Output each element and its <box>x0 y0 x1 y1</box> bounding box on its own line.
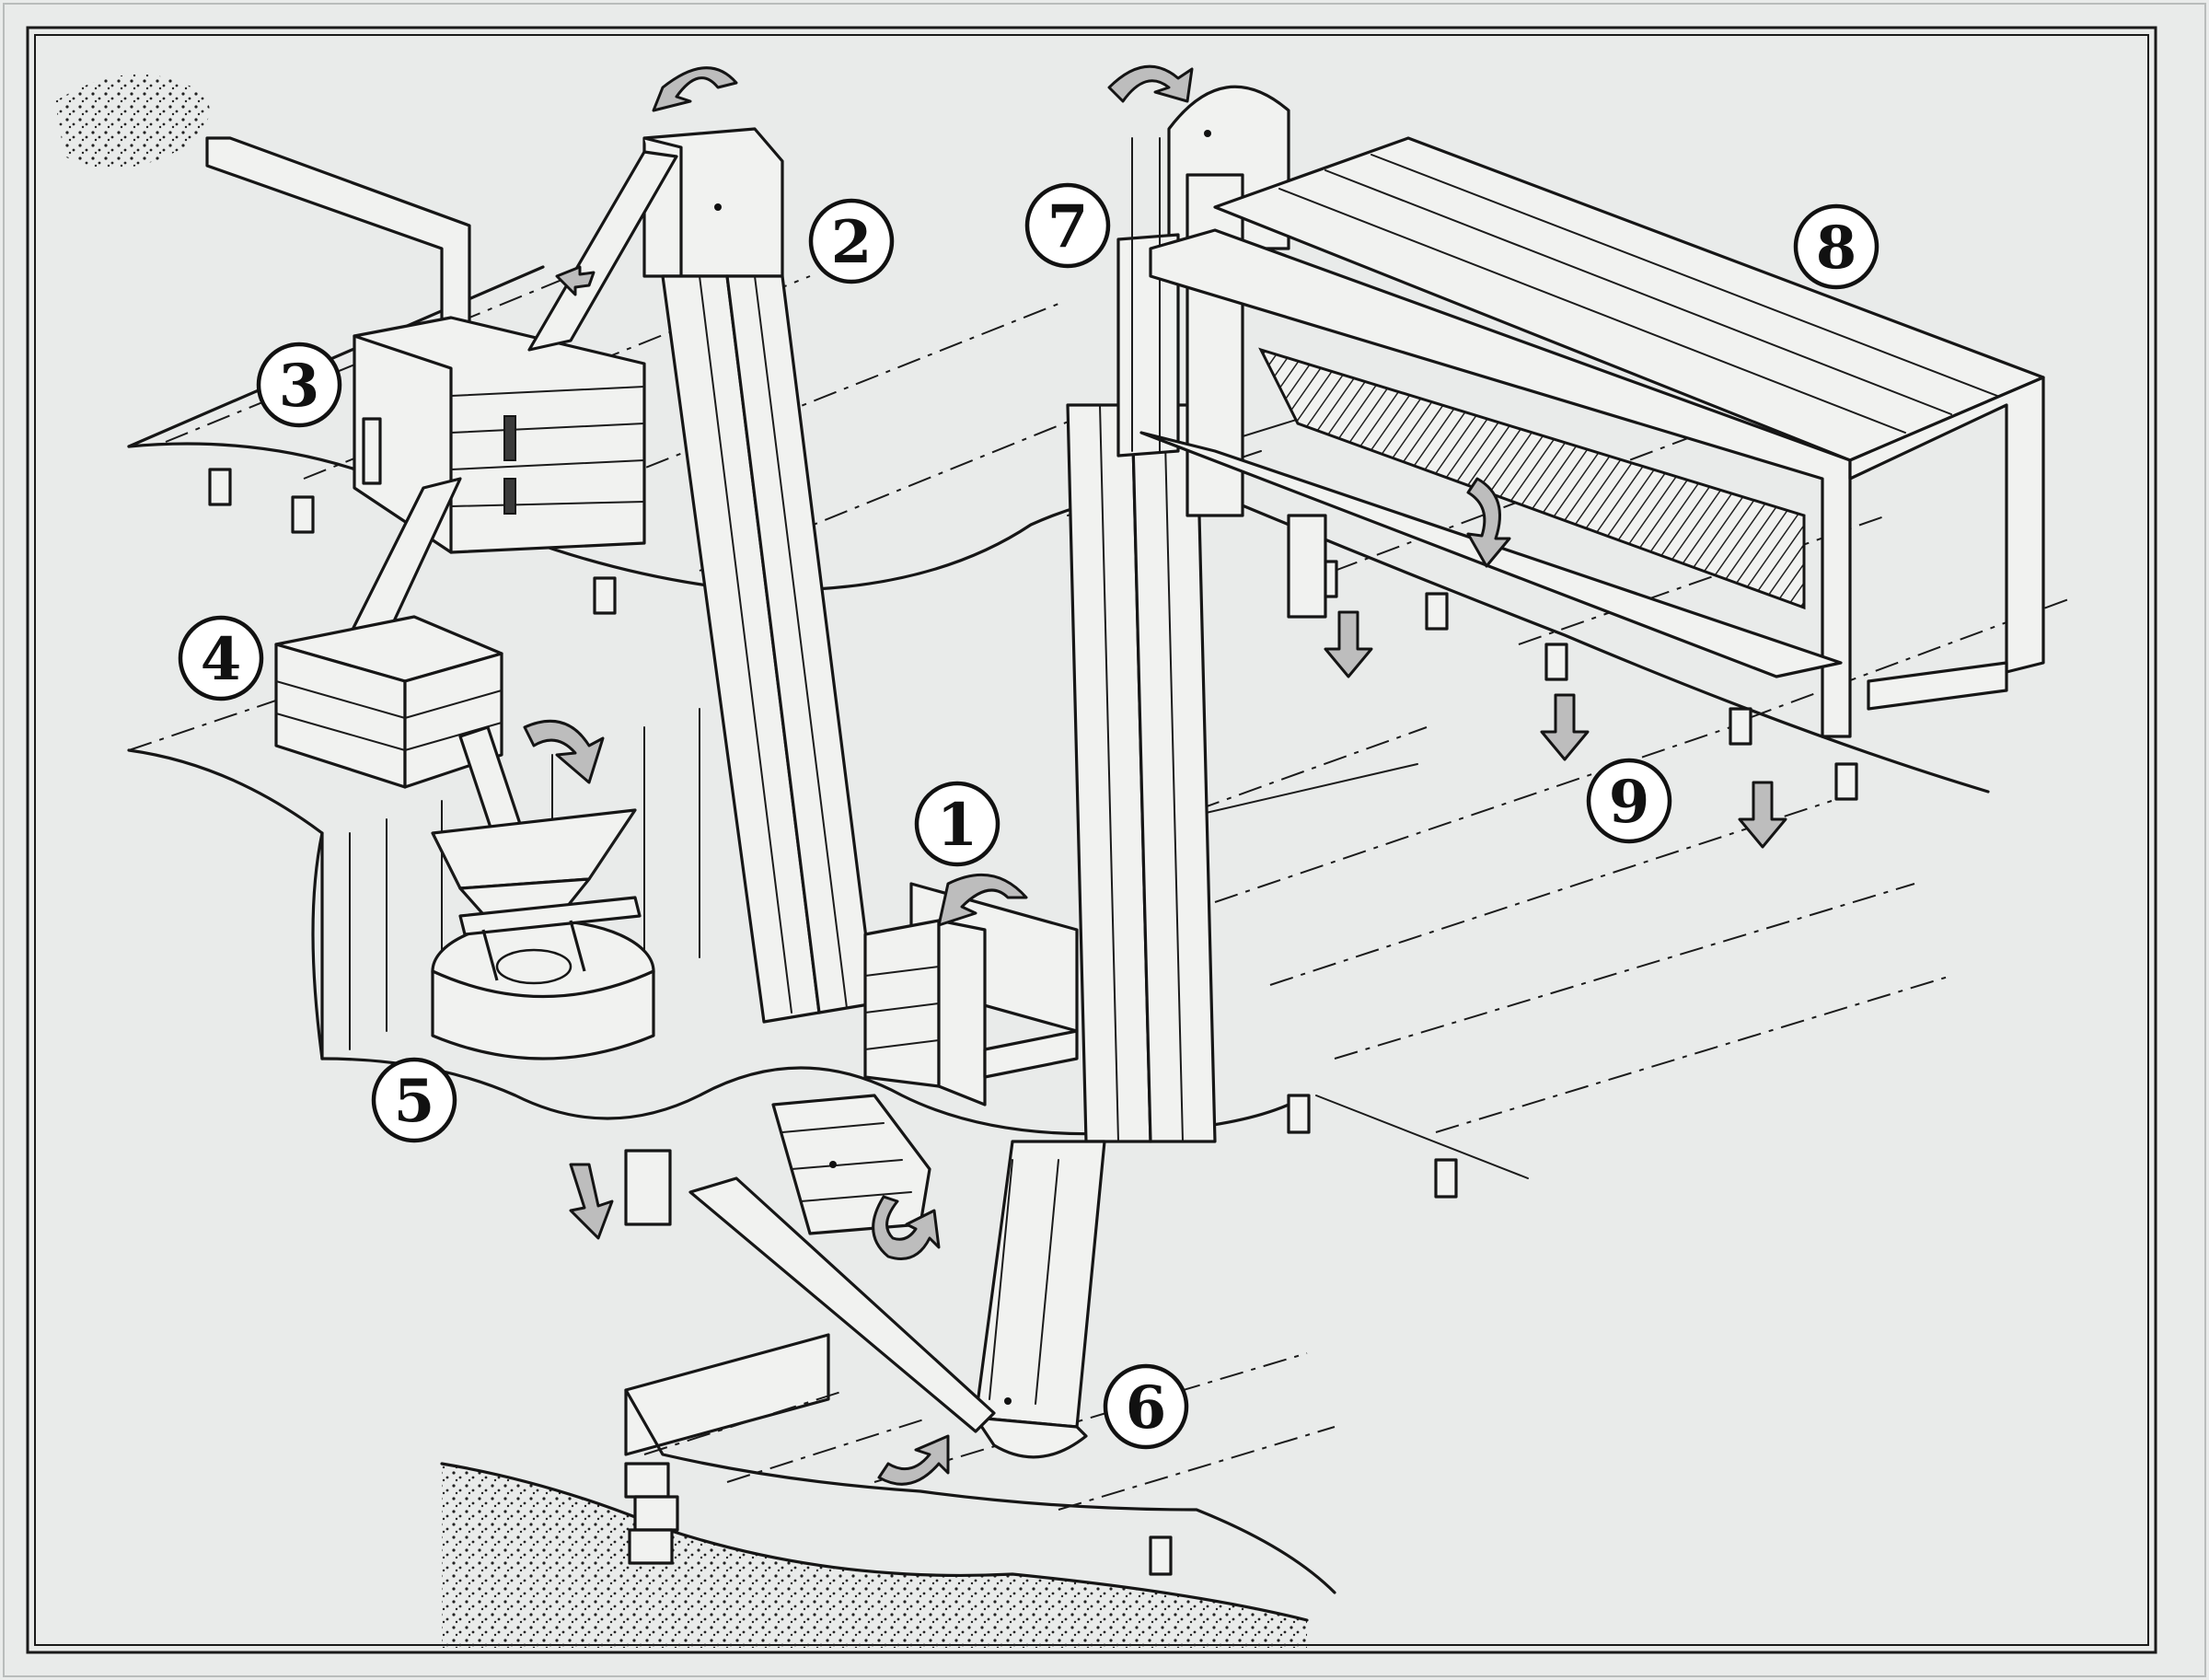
item-3-intake-box <box>205 136 646 678</box>
item-6-elevator-boot <box>688 403 1217 1459</box>
curved-arrow-icon <box>877 1434 950 1486</box>
frame-border-outer <box>26 26 2157 1654</box>
curved-arrow-icon <box>523 719 605 784</box>
callout-9: 9 <box>1586 758 1672 844</box>
callout-label-4: 4 <box>201 625 242 694</box>
callout-5: 5 <box>371 1057 457 1143</box>
curved-arrow-icon <box>937 873 1028 927</box>
item-2-elevator <box>527 127 876 1024</box>
callout-label-2: 2 <box>831 208 873 277</box>
item-4-hopper-box <box>274 615 522 835</box>
curved-arrow-icon <box>652 66 738 112</box>
callout-1: 1 <box>914 781 1000 867</box>
lower-floor <box>440 1333 1336 1648</box>
callout-2: 2 <box>808 198 895 284</box>
callout-label-5: 5 <box>394 1067 435 1136</box>
item-5-millstone <box>431 808 655 1060</box>
callout-label-8: 8 <box>1816 214 1857 283</box>
down-arrow-icon <box>1738 781 1787 849</box>
curved-arrow-icon <box>872 1195 941 1260</box>
callout-label-1: 1 <box>937 791 978 860</box>
callout-8: 8 <box>1793 203 1879 290</box>
grain-dust <box>55 74 210 168</box>
callout-6: 6 <box>1103 1363 1189 1450</box>
callout-4: 4 <box>178 615 264 701</box>
curved-arrow-icon <box>1466 477 1511 568</box>
down-arrow-icon <box>569 1163 614 1240</box>
down-arrow-icon <box>1324 610 1373 678</box>
callout-3: 3 <box>256 342 342 428</box>
callout-label-7: 7 <box>1047 192 1089 261</box>
down-arrow-icon <box>1540 693 1590 761</box>
callout-label-9: 9 <box>1609 768 1650 837</box>
item-9-outputs <box>569 610 1787 1240</box>
callout-label-3: 3 <box>279 352 320 421</box>
callout-7: 7 <box>1024 182 1111 269</box>
flow-arrows <box>523 64 1511 1486</box>
page-edge <box>3 3 2206 1677</box>
callout-label-6: 6 <box>1126 1373 1167 1442</box>
curved-arrow-icon <box>1107 64 1194 103</box>
double-arrow-icon <box>555 265 596 296</box>
